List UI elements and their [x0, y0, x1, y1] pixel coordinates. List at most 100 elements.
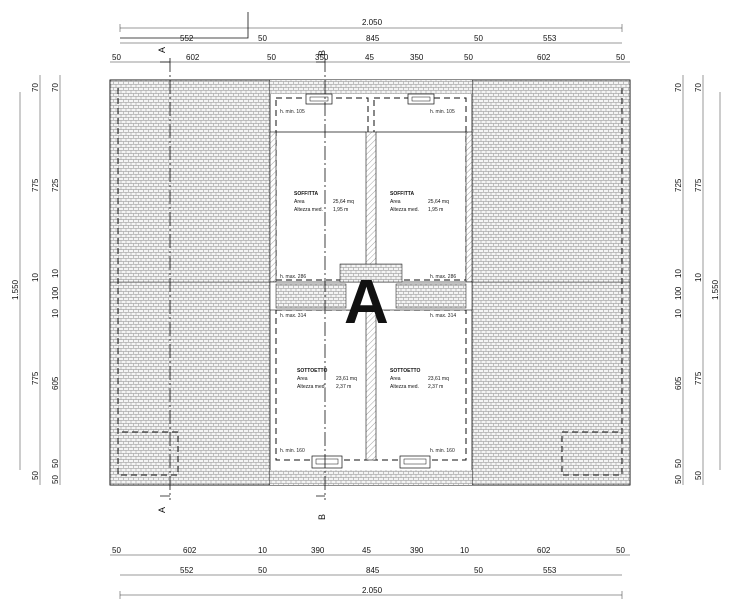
room-area-label: Area — [294, 199, 305, 205]
bottom-dim-50a: 50 — [258, 566, 267, 575]
left-dim-50: 50 — [31, 471, 40, 480]
skylight-top-left — [305, 93, 333, 105]
right-inner-100: 100 — [674, 286, 683, 300]
roof-tiles-left — [109, 79, 271, 486]
right-inner-10b: 10 — [674, 309, 683, 318]
room-area-label: Area — [390, 199, 401, 205]
top-dim-50b: 50 — [474, 34, 483, 43]
note-bottom-right-min: h. min. 160 — [430, 448, 455, 454]
left-inner-50a: 50 — [51, 459, 60, 468]
top-dim-845: 845 — [366, 34, 380, 43]
right-inner-50a: 50 — [674, 459, 683, 468]
note-top-right-min: h. min. 105 — [430, 109, 455, 115]
room-sottotetto-right: SOTTOETTO Area 23,61 mq Altezza med. 2,3… — [390, 368, 449, 390]
room-area-label: Area — [297, 376, 308, 382]
room-area-value: 25,64 mq — [333, 199, 354, 205]
section-b-top: B — [317, 50, 327, 56]
bottom-dim-10-2: 10 — [460, 546, 469, 555]
right-dim-50: 50 — [694, 471, 703, 480]
left-inner-70: 70 — [51, 83, 60, 92]
room-name: SOFFITTA — [294, 191, 318, 197]
note-bottom-left-min: h. min. 160 — [280, 448, 305, 454]
bottom-dim-845: 845 — [366, 566, 380, 575]
left-dim-775a: 775 — [31, 178, 40, 192]
top-dim-50-1: 50 — [112, 53, 121, 62]
note-mid-left-max-upper: h. max. 286 — [280, 274, 306, 280]
bottom-dimensions: 50 602 10 390 45 390 10 602 50 552 50 84… — [110, 546, 630, 599]
right-inner-70: 70 — [674, 83, 683, 92]
bottom-dim-45: 45 — [362, 546, 371, 555]
left-inner-10b: 10 — [51, 309, 60, 318]
top-dim-350-1: 350 — [315, 53, 329, 62]
top-dim-50-4: 50 — [616, 53, 625, 62]
room-height-value: 2,37 m — [336, 384, 351, 390]
right-inner-10a: 10 — [674, 269, 683, 278]
bottom-dim-50-2: 50 — [616, 546, 625, 555]
right-inner-605: 605 — [674, 376, 683, 390]
top-dimensions: 2.050 552 50 845 50 553 50 602 50 350 45… — [110, 12, 630, 63]
right-dim-10: 10 — [694, 273, 703, 282]
note-mid-right-max-lower: h. max. 314 — [430, 313, 456, 319]
bottom-dim-50-1: 50 — [112, 546, 121, 555]
skylight-top-right — [407, 93, 435, 105]
bottom-dim-50b: 50 — [474, 566, 483, 575]
left-inner-100: 100 — [51, 286, 60, 300]
room-height-label: Altezza med. — [390, 384, 419, 390]
note-mid-left-max-lower: h. max. 314 — [280, 313, 306, 319]
top-dim-total: 2.050 — [362, 18, 383, 27]
room-area-value: 25,64 mq — [428, 199, 449, 205]
right-dim-775a: 775 — [694, 178, 703, 192]
top-dim-50a: 50 — [258, 34, 267, 43]
room-height-value: 1,95 m — [333, 207, 348, 213]
room-height-label: Altezza med. — [294, 207, 323, 213]
room-name: SOFFITTA — [390, 191, 414, 197]
section-a-top: A — [157, 47, 167, 53]
right-dim-total: 1.550 — [711, 279, 720, 300]
right-inner-725: 725 — [674, 178, 683, 192]
roof-plan: A — [109, 79, 631, 486]
bottom-dim-552: 552 — [180, 566, 194, 575]
room-area-value: 23,61 mq — [428, 376, 449, 382]
section-b-bottom: B — [317, 514, 327, 520]
top-dim-50-3: 50 — [464, 53, 473, 62]
room-height-value: 2,37 m — [428, 384, 443, 390]
room-name: SOTTOETTO — [390, 368, 420, 374]
left-dim-70: 70 — [31, 83, 40, 92]
note-mid-right-max-upper: h. max. 286 — [430, 274, 456, 280]
top-dim-552: 552 — [180, 34, 194, 43]
bottom-dim-602-1: 602 — [183, 546, 197, 555]
room-area-label: Area — [390, 376, 401, 382]
bottom-dim-602-2: 602 — [537, 546, 551, 555]
plan-label: A — [344, 268, 389, 337]
bottom-dim-553: 553 — [543, 566, 557, 575]
left-dim-total: 1.550 — [11, 279, 20, 300]
top-dim-602-1: 602 — [186, 53, 200, 62]
note-top-left-min: h. min. 105 — [280, 109, 305, 115]
top-dim-50-2: 50 — [267, 53, 276, 62]
section-lines: A A B B — [157, 47, 327, 520]
left-dim-775b: 775 — [31, 371, 40, 385]
skylight-bottom-left — [311, 455, 343, 469]
room-height-value: 1,95 m — [428, 207, 443, 213]
top-dim-602-2: 602 — [537, 53, 551, 62]
left-dim-10: 10 — [31, 273, 40, 282]
top-dim-350-2: 350 — [410, 53, 424, 62]
room-area-value: 23,61 mq — [336, 376, 357, 382]
room-name: SOTTOETTO — [297, 368, 327, 374]
left-inner-605: 605 — [51, 376, 60, 390]
left-inner-50b: 50 — [51, 475, 60, 484]
right-inner-50b: 50 — [674, 475, 683, 484]
left-inner-10a: 10 — [51, 269, 60, 278]
skylight-bottom-right — [399, 455, 431, 469]
section-a-bottom: A — [157, 507, 167, 513]
bottom-dim-10-1: 10 — [258, 546, 267, 555]
bottom-dim-390-1: 390 — [311, 546, 325, 555]
room-soffitta-left: SOFFITTA Area 25,64 mq Altezza med. 1,95… — [294, 191, 354, 213]
right-dimensions: 70 725 10 100 10 605 50 50 70 775 10 775… — [674, 75, 721, 485]
right-dim-775b: 775 — [694, 371, 703, 385]
room-sottotetto-left: SOTTOETTO Area 23,61 mq Altezza med. 2,3… — [297, 368, 357, 390]
bottom-dim-390-2: 390 — [410, 546, 424, 555]
left-dimensions: 1.550 70 775 10 775 50 70 725 10 100 10 … — [11, 75, 61, 485]
height-notes: h. min. 105 h. min. 105 h. max. 286 h. m… — [280, 109, 456, 454]
